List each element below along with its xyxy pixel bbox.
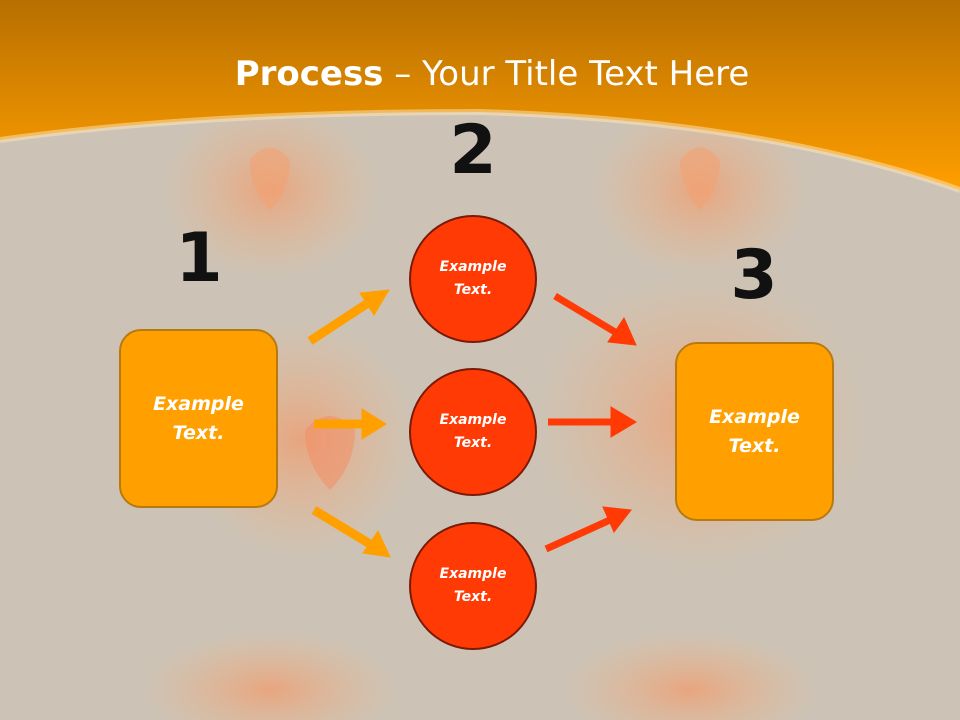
step2-circle-1-text: Example Text. [439, 259, 507, 298]
step2-circle-2: Example Text. [409, 368, 537, 496]
step1-text: Example Text. [153, 392, 244, 444]
title-rest: – Your Title Text Here [383, 54, 750, 94]
arrow-right-icon [314, 408, 387, 440]
arrow-down-right-icon [553, 292, 637, 346]
step3-text: Example Text. [709, 405, 800, 457]
arrow-right-icon [548, 406, 637, 438]
title-bold: Process [234, 54, 384, 94]
step-number-3: 3 [730, 236, 778, 315]
step-number-2: 2 [449, 111, 497, 190]
step2-circle-1: Example Text. [409, 215, 537, 343]
step3-box: Example Text. [675, 342, 834, 521]
step1-box: Example Text. [119, 329, 278, 508]
arrow-down-right-icon [311, 506, 391, 558]
step2-circle-3: Example Text. [409, 522, 537, 650]
arrow-up-right-icon [544, 506, 632, 553]
slide-title: Process – Your Title Text Here [0, 52, 960, 96]
step2-circle-2-text: Example Text. [439, 412, 507, 451]
step-number-1: 1 [175, 219, 223, 298]
step2-circle-3-text: Example Text. [439, 566, 507, 605]
arrow-up-right-icon [307, 289, 390, 345]
